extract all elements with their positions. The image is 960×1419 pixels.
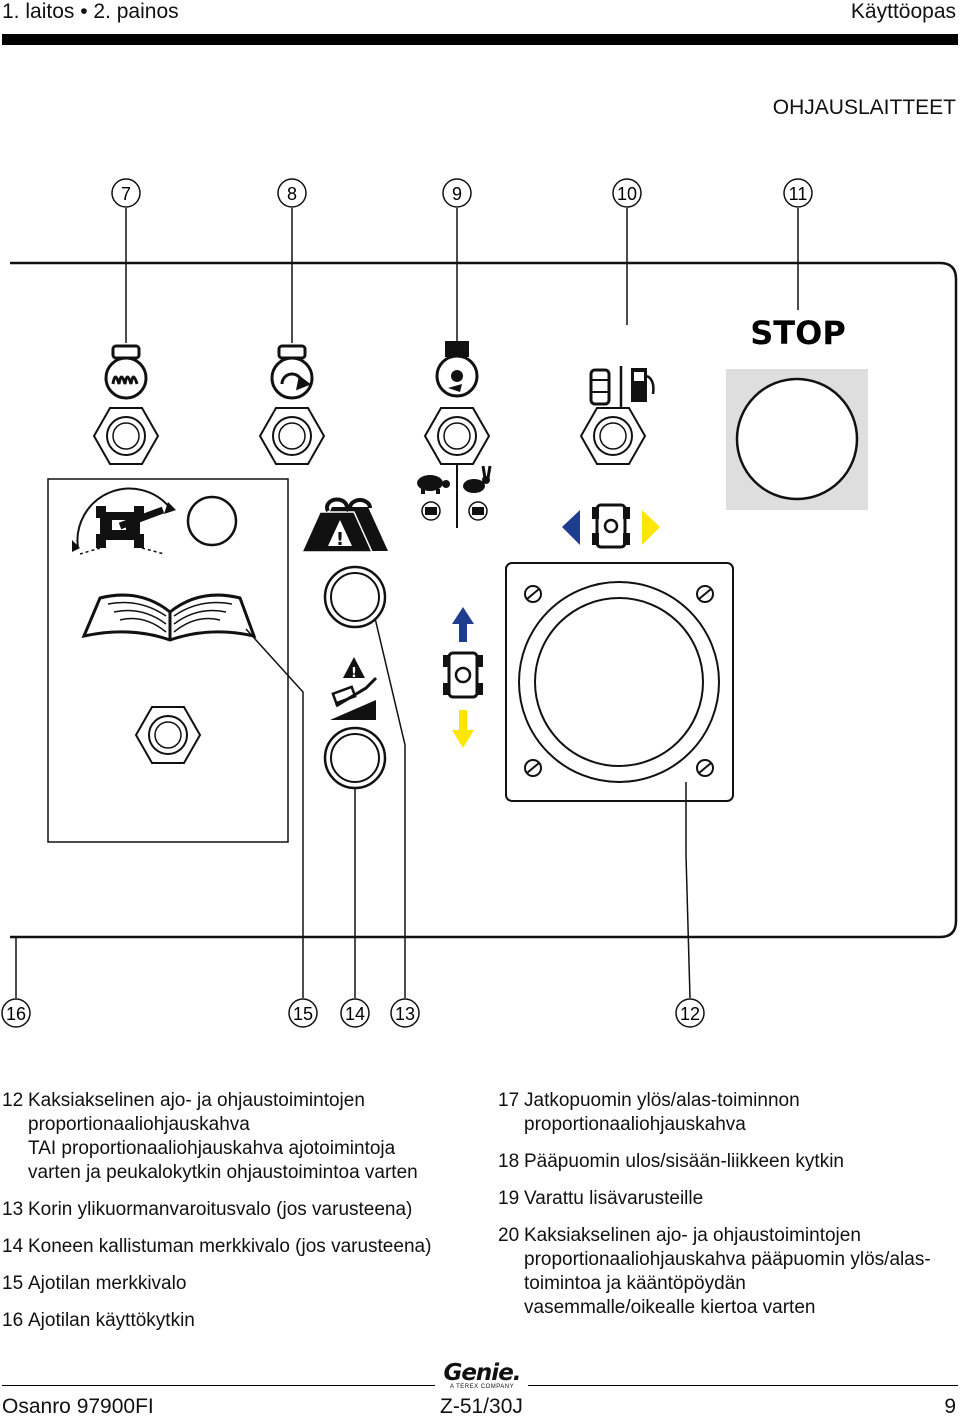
emergency-stop-button[interactable] [726, 369, 868, 510]
svg-text:!: ! [336, 529, 344, 550]
callout-9-label: 9 [452, 184, 462, 204]
legend-text: Koneen kallistuman merkkivalo (jos varus… [28, 1236, 432, 1257]
tilt-alarm-icon: ! [330, 657, 378, 720]
drive-enable-icon [72, 487, 176, 555]
svg-text:!: ! [351, 666, 357, 681]
header-edition: 1. laitos • 2. painos [2, 0, 179, 23]
legend-number: 17 [498, 1090, 520, 1111]
callout-13-label: 13 [395, 1004, 415, 1024]
footer-part-number: Osanro 97900FI [2, 1395, 154, 1418]
fuel-select-icon [589, 366, 655, 408]
legend-number: 18 [498, 1151, 520, 1172]
callout-8: 8 [277, 178, 307, 208]
legend-text: Pääpuomin ulos/sisään-liikkeen kytkin [524, 1151, 844, 1172]
callout-16-label: 16 [6, 1004, 26, 1024]
footer-rule-right [528, 1385, 958, 1386]
footer-model: Z-51/30J [440, 1395, 523, 1418]
legend-text: Ajotilan käyttökytkin [28, 1310, 195, 1331]
callout-16: 16 [1, 998, 31, 1028]
turtle-icon [417, 475, 450, 521]
section-title: OHJAUSLAITTEET [772, 96, 956, 119]
callout-10-label: 10 [617, 184, 637, 204]
drive-direction-arrows-icon [443, 607, 483, 748]
engine-start-icon [270, 344, 314, 400]
callout-13: 13 [390, 998, 420, 1028]
callout-10: 10 [612, 178, 642, 208]
legend-number: 14 [2, 1236, 24, 1257]
panel-outline [10, 261, 958, 939]
callout-14: 14 [340, 998, 370, 1028]
overload-lamp [323, 565, 387, 629]
callout-11-label: 11 [789, 184, 808, 204]
fuel-select-switch[interactable] [580, 407, 646, 465]
steer-direction-arrows-icon [562, 503, 660, 549]
stop-label: STOP [750, 314, 846, 352]
logo-word: Genie. [443, 1360, 521, 1386]
legend-number: 20 [498, 1225, 520, 1246]
header-manual-title: Käyttöopas [850, 0, 956, 23]
legend-number: 19 [498, 1188, 520, 1209]
logo-subtitle: A TEREX COMPANY [449, 1384, 515, 1390]
engine-start-switch[interactable] [259, 407, 325, 465]
control-panel-diagram: 7 8 9 10 11 STOP [1, 178, 958, 1028]
header-rule [2, 34, 958, 45]
legend-text: Ajotilan merkkivalo [28, 1273, 187, 1294]
drive-enable-switch[interactable] [135, 706, 201, 764]
legend-text: Varattu lisävarusteille [524, 1188, 704, 1209]
callout-7: 7 [111, 178, 141, 208]
callout-9: 9 [442, 178, 472, 208]
joystick-icon[interactable] [505, 562, 734, 802]
leader-lines-top [125, 208, 799, 343]
footer-page-number: 9 [944, 1395, 956, 1418]
callout-15-label: 15 [293, 1004, 313, 1024]
legend-number: 15 [2, 1273, 24, 1294]
callout-12: 12 [675, 998, 705, 1028]
legend-text: Kaksiakselinen ajo- ja ohjaustoimintojen… [524, 1225, 931, 1318]
footer-rule-left [2, 1385, 435, 1386]
legend-text: Kaksiakselinen ajo- ja ohjaustoimintojen… [28, 1090, 418, 1183]
callout-15: 15 [288, 998, 318, 1028]
legend-number: 13 [2, 1199, 24, 1220]
left-subpanel [47, 478, 289, 843]
callout-11: 11 [783, 178, 813, 208]
legend-text: Jatkopuomin ylös/alas-toiminnon proporti… [524, 1090, 800, 1135]
genie-logo: Genie. A TEREX COMPANY [443, 1362, 521, 1391]
callout-8-label: 8 [287, 184, 297, 204]
legend-number: 12 [2, 1090, 24, 1111]
drive-enable-lamp [186, 495, 238, 547]
manual-icon [81, 593, 257, 642]
leader-lines-bottom [15, 617, 691, 999]
callout-12-label: 12 [680, 1004, 700, 1024]
legend-text: Korin ylikuormanvaroitusvalo (jos varust… [28, 1199, 413, 1220]
glow-plug-icon [104, 344, 148, 400]
engine-speed-switch[interactable] [424, 407, 490, 465]
tilt-lamp [323, 726, 387, 790]
engine-speed-icon [435, 341, 479, 398]
glow-plug-switch[interactable] [93, 407, 159, 465]
legend-number: 16 [2, 1310, 24, 1331]
rabbit-icon [463, 465, 492, 521]
callout-7-label: 7 [121, 184, 131, 204]
callout-14-label: 14 [345, 1004, 365, 1024]
overload-warning-icon: ! [300, 497, 388, 553]
